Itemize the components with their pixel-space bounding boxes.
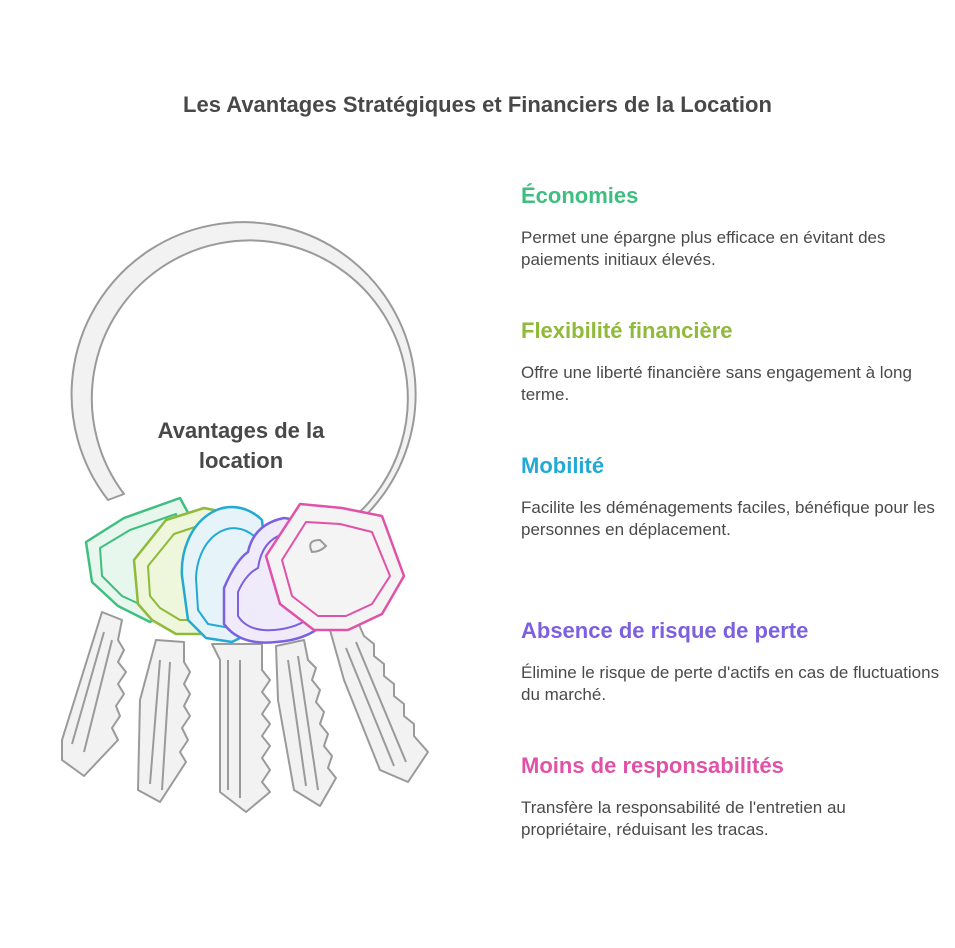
benefit-description: Permet une épargne plus efficace en évit…: [521, 228, 886, 269]
benefit-title: Mobilité: [521, 453, 605, 478]
center-label-line-1: Avantages de la: [157, 418, 325, 443]
benefit-item-moins-responsabilites: Moins de responsabilités Transfère la re…: [521, 752, 941, 841]
key-ring-illustration: [61, 221, 429, 813]
benefit-title: Absence de risque de perte: [521, 618, 809, 643]
key-2-icon: [137, 639, 191, 803]
key-5-icon: [329, 617, 429, 783]
ring-end-icon: [309, 538, 328, 554]
benefit-description: Offre une liberté financière sans engage…: [521, 363, 912, 404]
benefit-item-economies: Économies Permet une épargne plus effica…: [521, 182, 941, 271]
benefit-item-absence-risque: Absence de risque de perte Élimine le ri…: [521, 617, 941, 706]
benefit-title: Moins de responsabilités: [521, 753, 784, 778]
benefit-title: Économies: [521, 183, 639, 208]
benefit-title: Flexibilité financière: [521, 318, 733, 343]
diagram-title: Les Avantages Stratégiques et Financiers…: [183, 92, 772, 117]
benefit-item-mobilite: Mobilité Facilite les déménagements faci…: [521, 452, 941, 541]
center-label: Avantages de la location: [120, 416, 362, 476]
key-1-icon: [61, 611, 127, 777]
key-ring-icon: [70, 221, 417, 553]
benefit-description: Facilite les déménagements faciles, béné…: [521, 498, 935, 539]
benefit-description: Élimine le risque de perte d'actifs en c…: [521, 663, 940, 704]
benefit-description: Transfère la responsabilité de l'entreti…: [521, 798, 846, 839]
center-label-line-2: location: [198, 448, 284, 473]
tag-pink-icon: [264, 502, 406, 632]
keys-group: [61, 611, 429, 813]
benefit-item-flexibilite: Flexibilité financière Offre une liberté…: [521, 317, 941, 406]
